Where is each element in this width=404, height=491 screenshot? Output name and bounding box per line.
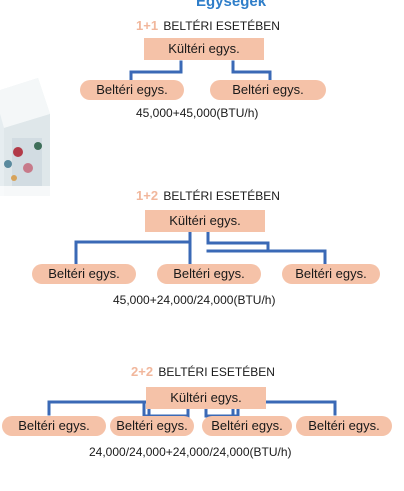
section-2-indoor-unit-1: Beltéri egys.	[32, 264, 136, 284]
section-3-number: 2+2	[131, 364, 154, 379]
section-3-indoor-unit-4: Beltéri egys.	[296, 416, 392, 436]
section-1-indoor-unit-2: Beltéri egys.	[210, 80, 326, 100]
section-3-capacity: 24,000/24,000+24,000/24,000(BTU/h)	[89, 445, 292, 459]
section-2-indoor-unit-3: Beltéri egys.	[282, 264, 380, 284]
section-2-outdoor-unit: Kültéri egys.	[145, 210, 265, 232]
section-1-title: 1+1 BELTÉRI ESETÉBEN	[136, 18, 280, 33]
section-3-indoor-unit-2: Beltéri egys.	[110, 416, 194, 436]
section-3-outdoor-unit: Kültéri egys.	[146, 387, 266, 409]
section-1-capacity: 45,000+45,000(BTU/h)	[136, 106, 259, 120]
section-3-indoor-unit-1: Beltéri egys.	[2, 416, 106, 436]
section-2-title-text: BELTÉRI ESETÉBEN	[163, 189, 280, 203]
section-2-capacity: 45,000+24,000/24,000(BTU/h)	[113, 293, 276, 307]
section-2-title: 1+2 BELTÉRI ESETÉBEN	[136, 188, 280, 203]
section-2-indoor-unit-2: Beltéri egys.	[157, 264, 261, 284]
section-2-number: 1+2	[136, 188, 159, 203]
section-1-number: 1+1	[136, 18, 159, 33]
page-header-clipped: Egységek	[196, 0, 267, 10]
ac-unit-image	[0, 78, 50, 196]
section-3-title: 2+2 BELTÉRI ESETÉBEN	[131, 364, 275, 379]
section-1-indoor-unit-1: Beltéri egys.	[80, 80, 184, 100]
section-1-outdoor-unit: Kültéri egys.	[144, 38, 264, 60]
section-3-title-text: BELTÉRI ESETÉBEN	[158, 365, 275, 379]
product-photo	[0, 78, 50, 196]
section-3-indoor-unit-3: Beltéri egys.	[202, 416, 292, 436]
section-1-title-text: BELTÉRI ESETÉBEN	[163, 19, 280, 33]
